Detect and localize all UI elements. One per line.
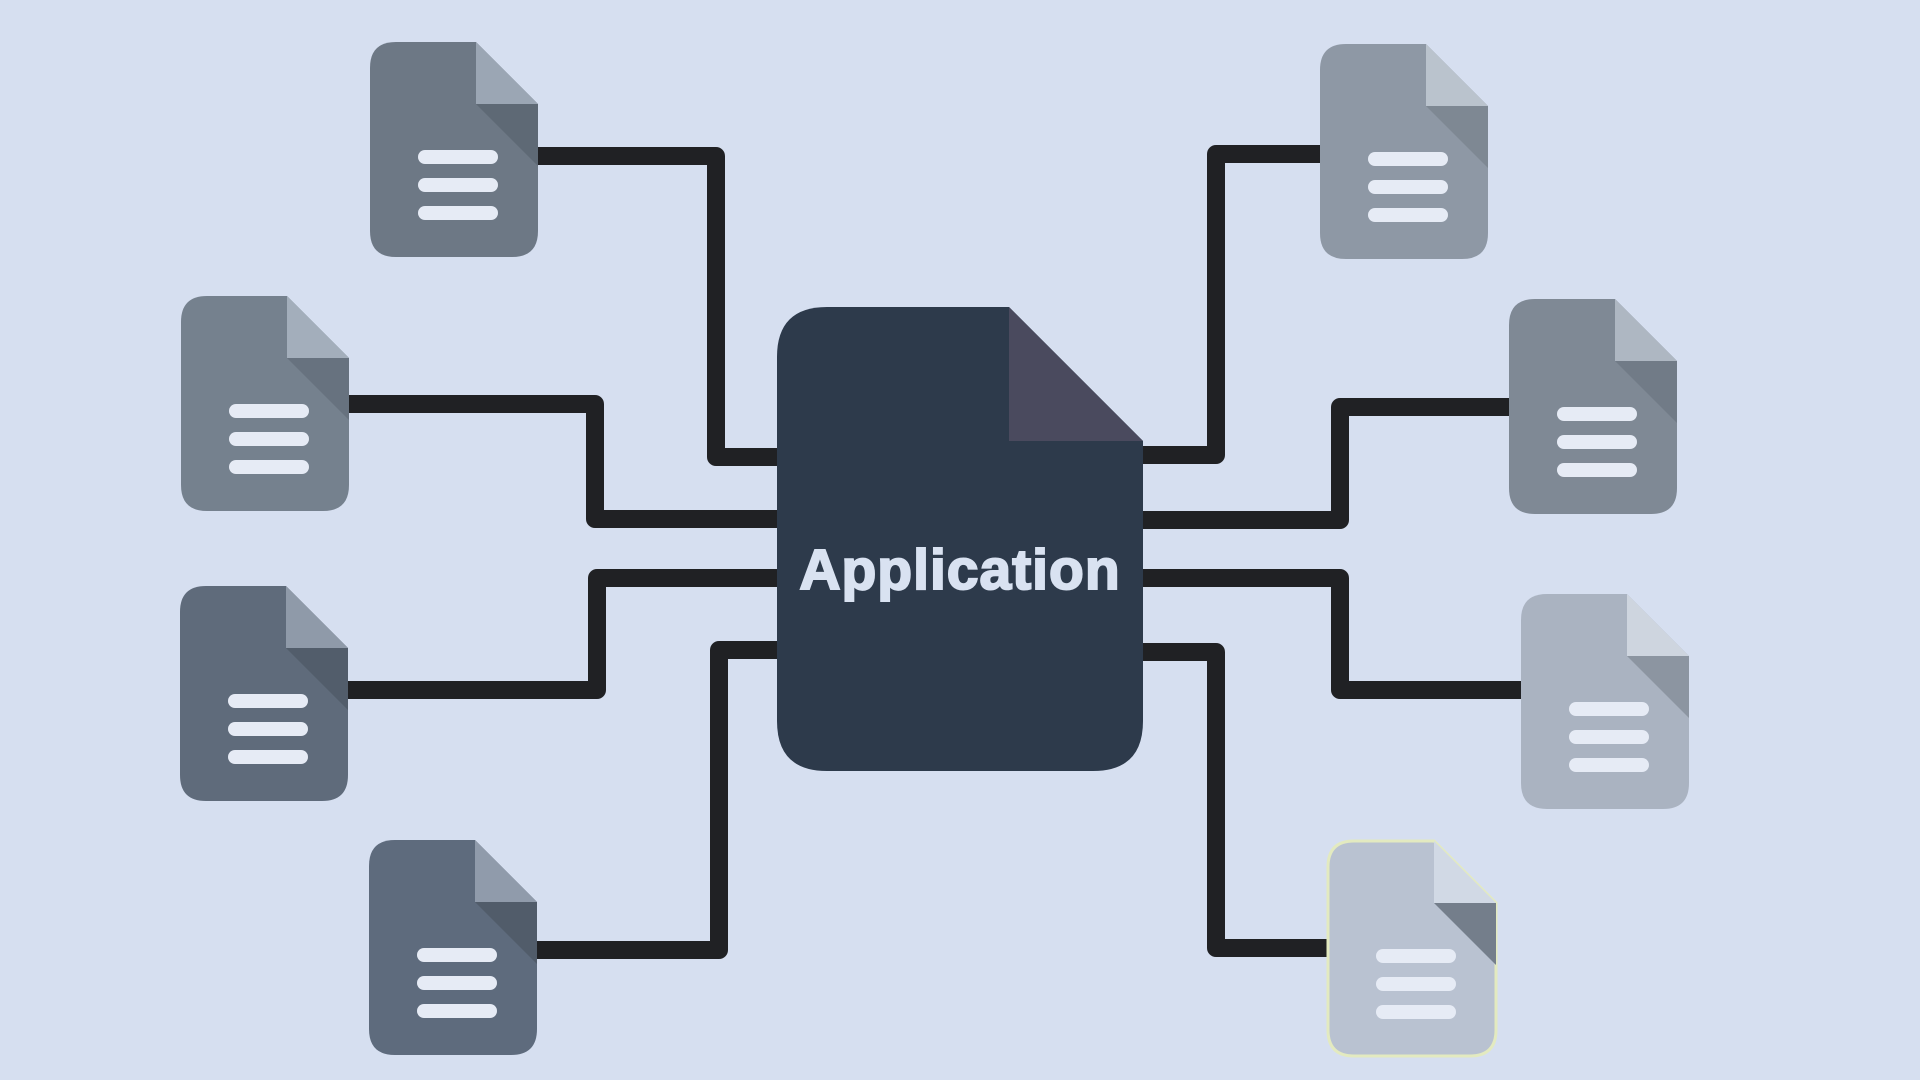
folded-corner-icon — [476, 42, 538, 104]
connector-lower-left-line — [344, 569, 784, 699]
doc-lower-left-icon — [180, 586, 348, 801]
fold-shadow — [475, 902, 537, 964]
folded-corner-icon — [1627, 594, 1689, 656]
doc-top-left-icon — [370, 42, 538, 257]
doc-lower-right-icon — [1521, 594, 1689, 809]
text-line-bar — [1557, 435, 1637, 449]
connector-bottom-right-line — [1136, 643, 1335, 957]
fold-shadow — [286, 648, 348, 710]
text-line-bar — [1376, 1005, 1456, 1019]
folded-corner-icon — [1426, 44, 1488, 106]
application-node-layer: Application — [777, 307, 1143, 771]
connector-top-right-line — [1136, 145, 1327, 464]
connectors-layer — [342, 145, 1526, 959]
text-line-bar — [1569, 702, 1649, 716]
document-page-shape — [1320, 44, 1488, 259]
text-line-bar — [418, 150, 498, 164]
fold-shadow — [287, 358, 349, 420]
documents-layer — [180, 42, 1689, 1058]
text-line-bar — [417, 976, 497, 990]
document-page-shape — [370, 42, 538, 257]
text-line-bar — [1368, 208, 1448, 222]
doc-middle-left-icon — [181, 296, 349, 511]
text-line-bar — [229, 432, 309, 446]
fold-shadow — [476, 104, 538, 166]
fold-shadow — [1426, 106, 1488, 168]
connector-middle-left-line — [342, 395, 784, 528]
folded-corner-icon — [475, 840, 537, 902]
folded-corner-icon — [1615, 299, 1677, 361]
text-line-bar — [417, 948, 497, 962]
application-label: Application — [799, 538, 1120, 602]
text-line-bar — [228, 722, 308, 736]
text-line-bar — [228, 750, 308, 764]
text-line-bar — [1569, 758, 1649, 772]
text-line-bar — [229, 404, 309, 418]
connector-top-left-line — [530, 147, 784, 466]
document-page-shape — [369, 840, 537, 1055]
text-line-bar — [418, 206, 498, 220]
connector-lower-right-line — [1136, 569, 1526, 699]
doc-bottom-right-icon — [1326, 839, 1498, 1058]
document-page-shape — [180, 586, 348, 801]
folded-corner-icon — [287, 296, 349, 358]
application-node: Application — [777, 307, 1143, 771]
fold-shadow — [1627, 656, 1689, 718]
doc-bottom-left-icon — [369, 840, 537, 1055]
folded-corner-icon — [1434, 841, 1496, 903]
application-folded-corner-icon — [1009, 307, 1143, 441]
text-line-bar — [1569, 730, 1649, 744]
connector-bottom-left-line — [530, 641, 784, 959]
text-line-bar — [1376, 977, 1456, 991]
text-line-bar — [229, 460, 309, 474]
document-page-shape — [1521, 594, 1689, 809]
document-page-shape — [1326, 839, 1498, 1058]
text-line-bar — [1557, 407, 1637, 421]
fold-shadow — [1434, 903, 1496, 965]
document-page-shape — [1509, 299, 1677, 514]
doc-top-right-icon — [1320, 44, 1488, 259]
text-line-bar — [418, 178, 498, 192]
folded-corner-icon — [286, 586, 348, 648]
fold-shadow — [1615, 361, 1677, 423]
text-line-bar — [1376, 949, 1456, 963]
text-line-bar — [228, 694, 308, 708]
doc-middle-right-icon — [1509, 299, 1677, 514]
text-line-bar — [417, 1004, 497, 1018]
connector-middle-right-line — [1136, 398, 1516, 529]
document-page-shape — [181, 296, 349, 511]
text-line-bar — [1368, 180, 1448, 194]
text-line-bar — [1557, 463, 1637, 477]
text-line-bar — [1368, 152, 1448, 166]
